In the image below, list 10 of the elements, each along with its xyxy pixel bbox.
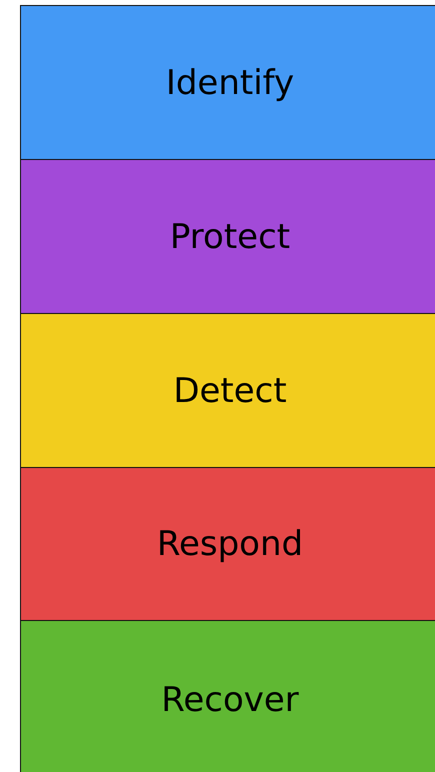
category-band [20, 5, 435, 160]
category-band [20, 467, 435, 621]
band-label: Recover [161, 680, 299, 720]
band-label: Identify [166, 62, 294, 102]
band-label: Protect [170, 216, 290, 256]
band-label: Respond [156, 524, 304, 564]
category-band [20, 313, 435, 468]
category-band [20, 620, 435, 772]
band-label: Detect [173, 370, 287, 410]
category-band [20, 159, 435, 314]
